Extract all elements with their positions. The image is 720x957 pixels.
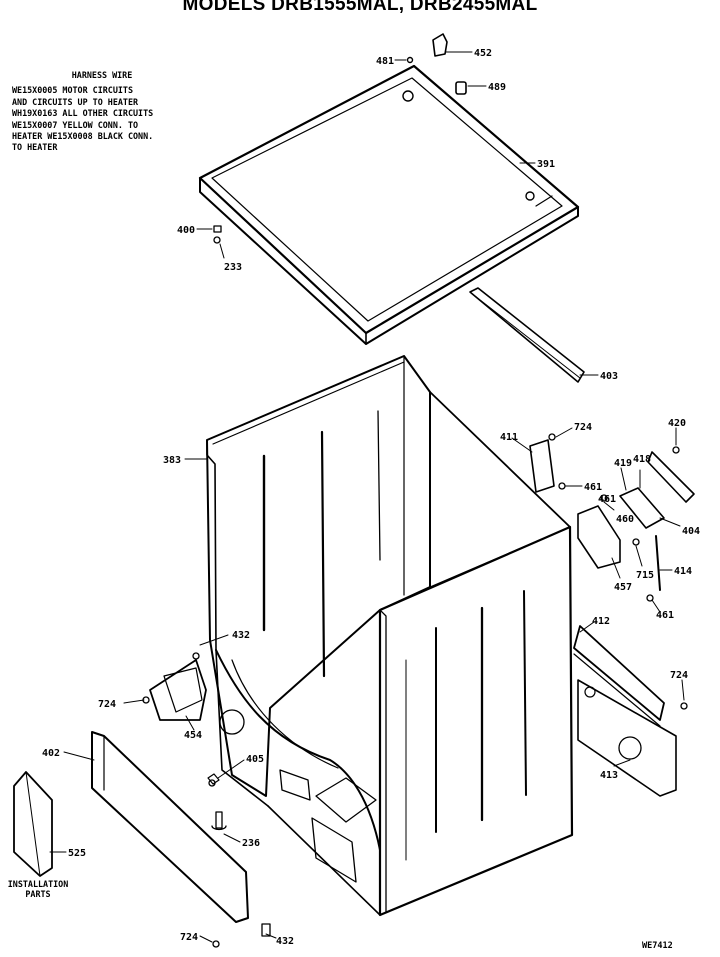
callout-400: 400 xyxy=(177,225,195,236)
callout-724: 724 xyxy=(574,422,592,433)
installation-parts-label: INSTALLATION PARTS xyxy=(7,879,69,899)
callout-236: 236 xyxy=(242,838,260,849)
callout-457: 457 xyxy=(614,582,632,593)
callout-420: 420 xyxy=(668,418,686,429)
callout-525: 525 xyxy=(68,848,86,859)
callout-724: 724 xyxy=(98,699,116,710)
callout-233: 233 xyxy=(224,262,242,273)
harness-wire-note: HARNESS WIRE WE15X0005 MOTOR CIRCUITS AN… xyxy=(12,70,212,154)
page-title: MODELS DRB1555MAL, DRB2455MAL xyxy=(182,0,538,15)
callout-383: 383 xyxy=(163,455,181,466)
switch-bracket-group xyxy=(529,433,695,710)
part-callouts: 481 452 489 391 400 233 403 383 411 724 … xyxy=(42,48,700,947)
callout-432: 432 xyxy=(276,936,294,947)
harness-line: AND CIRCUITS UP TO HEATER xyxy=(12,96,139,107)
harness-line: WH19X0163 ALL OTHER CIRCUITS xyxy=(12,108,154,119)
callout-432: 432 xyxy=(232,630,250,641)
callout-413: 413 xyxy=(600,770,618,781)
callout-489: 489 xyxy=(488,82,506,93)
callout-405: 405 xyxy=(246,754,264,765)
cabinet-part xyxy=(206,355,574,917)
callout-419: 419 xyxy=(614,458,632,469)
harness-line: HEATER WE15X0008 BLACK CONN. xyxy=(12,131,154,142)
callout-418: 418 xyxy=(633,454,651,465)
callout-715: 715 xyxy=(636,570,654,581)
harness-line: WE15X0005 MOTOR CIRCUITS xyxy=(12,85,134,96)
installation-bag-part xyxy=(13,771,53,877)
top-hardware xyxy=(213,33,467,244)
duct-part xyxy=(573,625,677,797)
callout-724: 724 xyxy=(180,932,198,943)
callout-403: 403 xyxy=(600,371,618,382)
leader-lines xyxy=(49,51,685,943)
drawing-code: WE7412 xyxy=(642,941,673,951)
bearing-bracket-part xyxy=(142,652,207,721)
callout-414: 414 xyxy=(674,566,692,577)
harness-wire-heading: HARNESS WIRE xyxy=(71,70,133,80)
callout-391: 391 xyxy=(537,159,555,170)
callout-461: 461 xyxy=(598,494,616,505)
rail-bracket-part xyxy=(469,287,585,383)
callout-452: 452 xyxy=(474,48,492,59)
toe-kick-part xyxy=(91,731,271,948)
callout-404: 404 xyxy=(682,526,700,537)
callout-454: 454 xyxy=(184,730,202,741)
callout-411: 411 xyxy=(500,432,518,443)
callout-461: 461 xyxy=(584,482,602,493)
callout-461: 461 xyxy=(656,610,674,621)
harness-line: WE15X0007 YELLOW CONN. TO xyxy=(12,119,139,130)
callout-481: 481 xyxy=(376,56,394,67)
top-panel-part xyxy=(198,64,580,345)
harness-line: TO HEATER xyxy=(12,142,58,153)
callout-460: 460 xyxy=(616,514,634,525)
callout-724: 724 xyxy=(670,670,688,681)
callout-402: 402 xyxy=(42,748,60,759)
callout-412: 412 xyxy=(592,616,610,627)
